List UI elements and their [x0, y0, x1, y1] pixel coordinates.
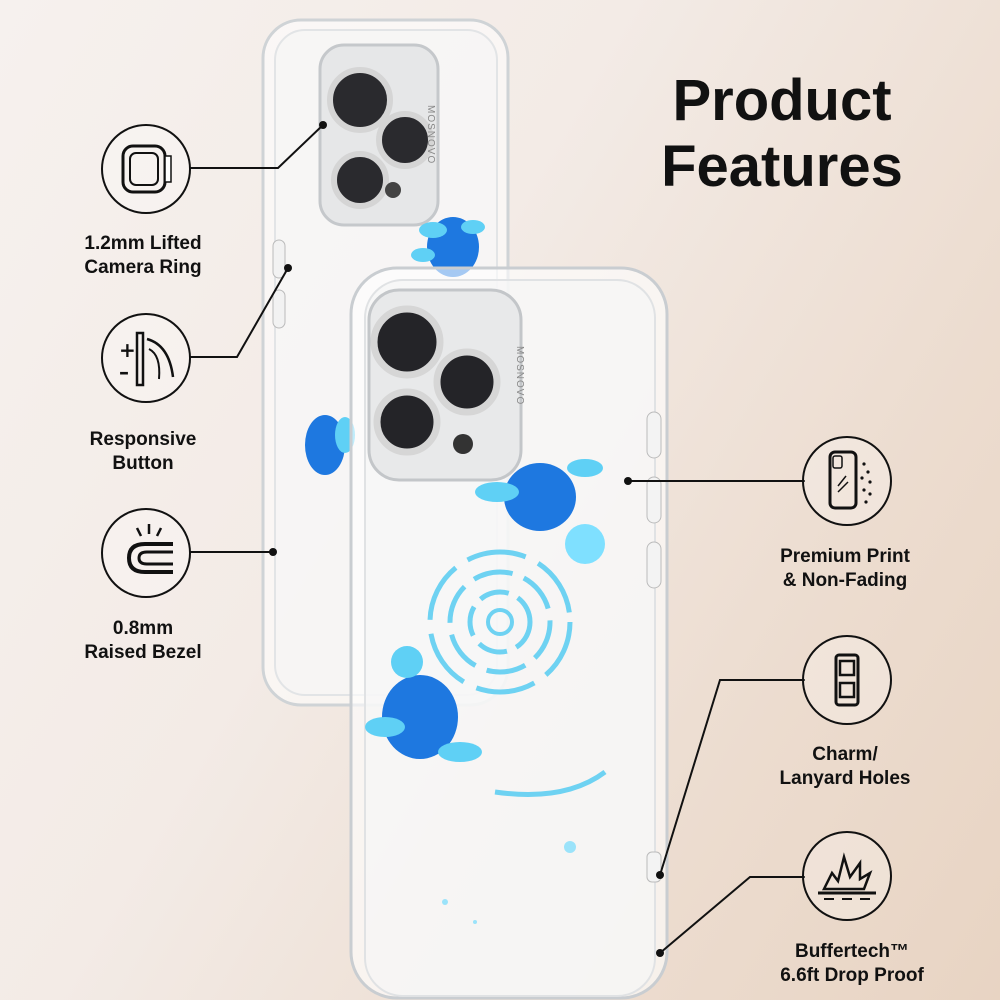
raised-bezel-feature-icon-circle — [101, 508, 191, 598]
feature-label-drop-proof: Buffertech™ 6.6ft Drop Proof — [780, 941, 924, 986]
title-line-1: Product — [672, 68, 892, 133]
feature-label-premium-print: Premium Print & Non-Fading — [780, 546, 910, 591]
lanyard-holes-icon — [834, 653, 860, 707]
title-line-2: Features — [661, 134, 903, 199]
print-phone-icon — [828, 450, 872, 510]
side-button-icon: + – — [119, 331, 175, 387]
feature-label-raised-bezel: 0.8mm Raised Bezel — [84, 618, 202, 663]
drop-impact-icon — [818, 852, 876, 900]
feature-label-camera-ring: 1.2mm Lifted Camera Ring — [84, 233, 202, 278]
svg-text:–: – — [119, 360, 129, 384]
camera-ring-feature-icon-circle — [101, 124, 191, 214]
feature-label-responsive-button: Responsive Button — [89, 429, 197, 474]
feature-label-lanyard-holes: Charm/ Lanyard Holes — [779, 744, 911, 789]
phone-case-front — [349, 266, 669, 1000]
responsive-button-feature-icon-circle: + – — [101, 313, 191, 403]
page-title: Product Features — [632, 68, 932, 200]
lanyard-holes-feature-icon-circle — [802, 635, 892, 725]
drop-proof-feature-icon-circle — [802, 831, 892, 921]
raised-bezel-icon — [126, 524, 173, 574]
svg-text:+: + — [119, 338, 136, 362]
premium-print-feature-icon-circle — [802, 436, 892, 526]
camera-ring-icon — [121, 144, 172, 194]
